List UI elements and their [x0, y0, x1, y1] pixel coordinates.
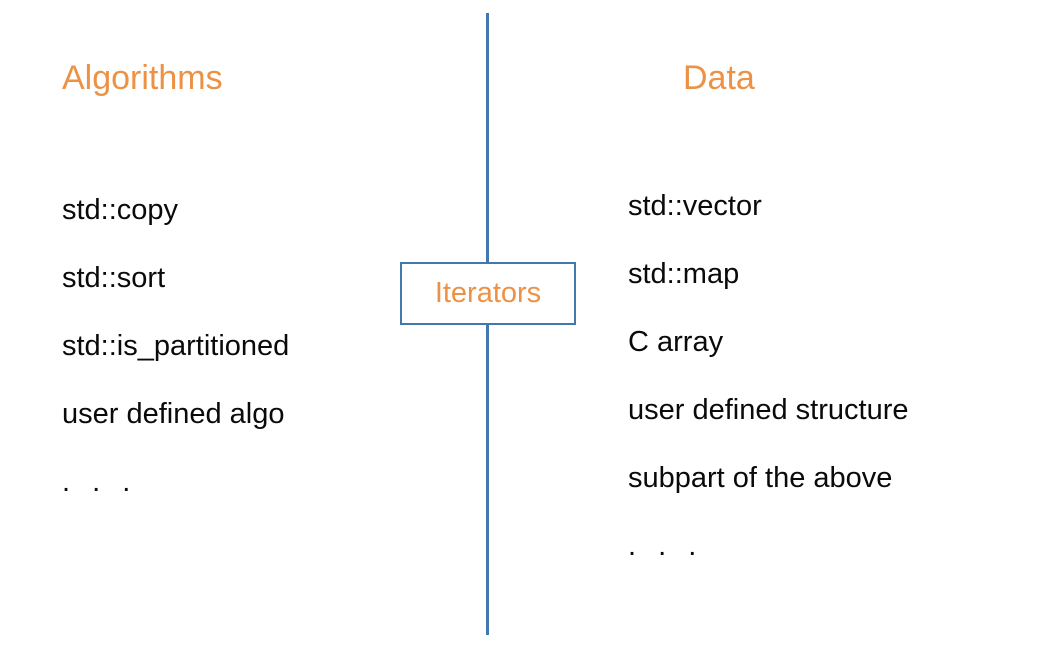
algorithms-list: std::copy std::sort std::is_partitioned … [62, 196, 462, 536]
list-item: std::map [628, 258, 740, 290]
list-item: std::sort [62, 262, 166, 294]
list-item: std::is_partitioned [62, 330, 290, 362]
data-list: std::vector std::map C array user define… [628, 192, 1028, 600]
list-item: user defined structure [628, 394, 909, 426]
list-item-ellipsis: . . . [62, 466, 138, 498]
list-item: std::copy [62, 194, 179, 226]
column-heading-algorithms: Algorithms [62, 59, 223, 97]
list-item: C array [628, 326, 724, 358]
column-heading-data: Data [683, 59, 755, 97]
list-item: std::vector [628, 190, 762, 222]
iterators-box: Iterators [400, 262, 576, 325]
list-item: user defined algo [62, 398, 285, 430]
list-item-ellipsis: . . . [628, 530, 704, 562]
iterators-label: Iterators [434, 277, 542, 309]
list-item: subpart of the above [628, 462, 893, 494]
